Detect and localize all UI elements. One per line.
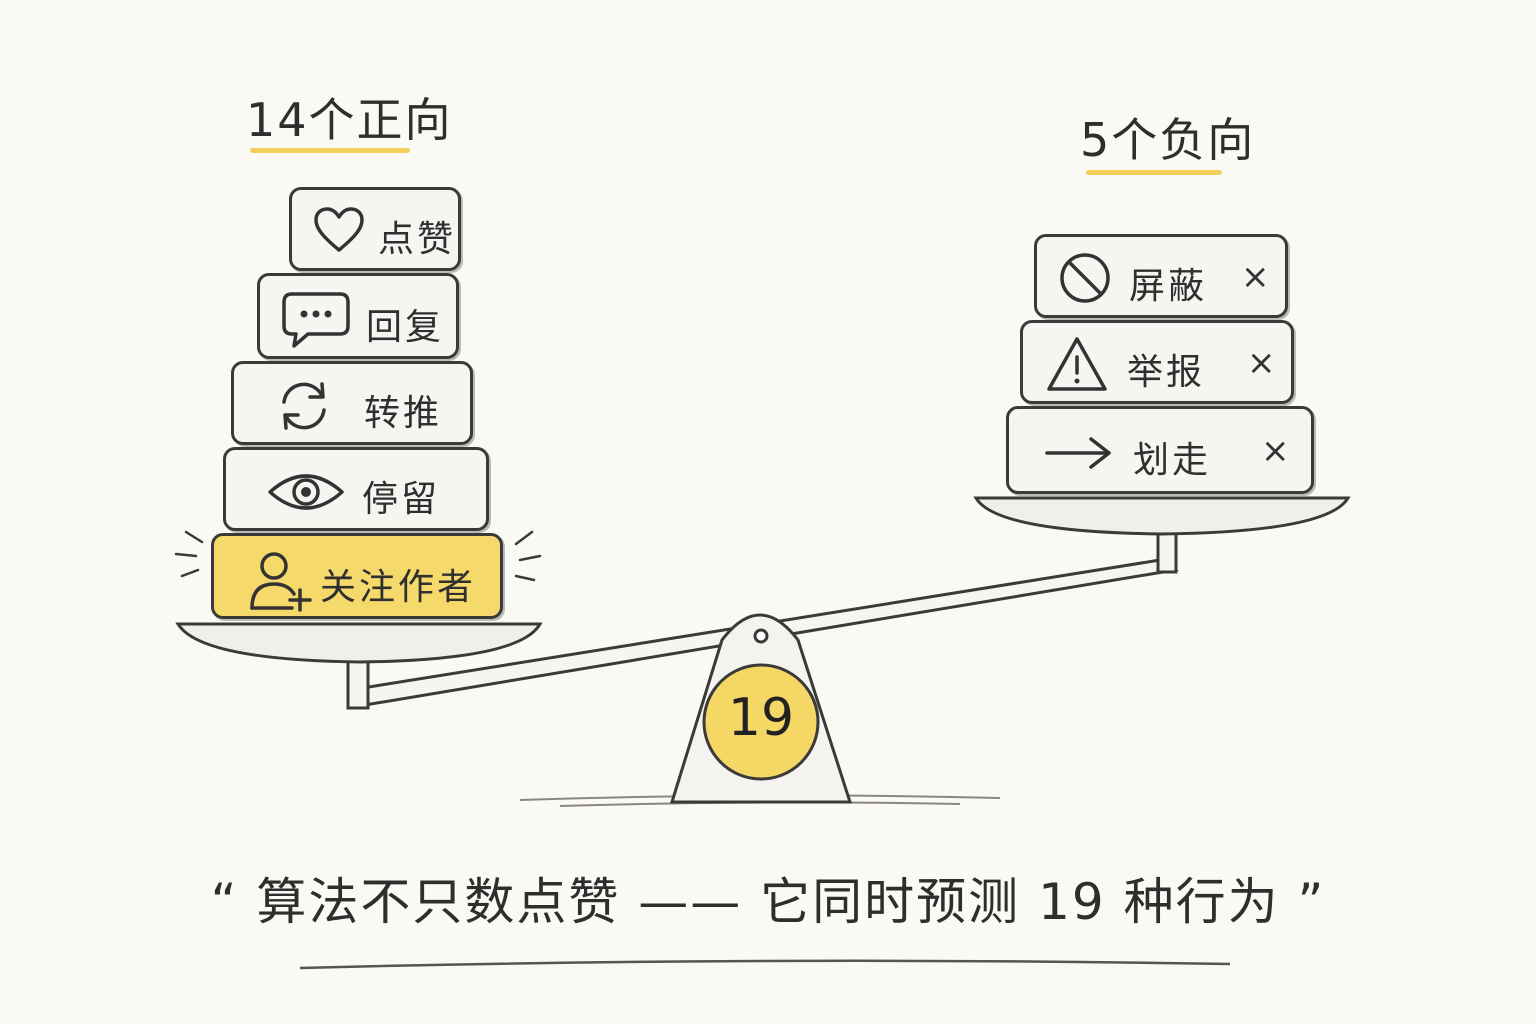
negative-label-underline bbox=[1086, 170, 1222, 175]
positive-count-label: 14个正向 bbox=[246, 93, 453, 147]
block-label: 点赞 bbox=[378, 219, 457, 260]
left-pan bbox=[175, 622, 543, 664]
negative-block-swipe-away: 划走 × bbox=[1006, 406, 1314, 494]
fulcrum-total-value: 19 bbox=[727, 688, 795, 748]
positive-label-underline bbox=[250, 148, 410, 153]
right-pan bbox=[973, 496, 1351, 536]
negative-block-report: 举报 × bbox=[1020, 320, 1294, 404]
block-label: 举报 bbox=[1127, 352, 1206, 393]
heart-icon bbox=[314, 207, 364, 252]
emphasis-sparks bbox=[174, 530, 542, 582]
block-label: 划走 bbox=[1133, 440, 1212, 481]
negative-mark: × bbox=[1247, 343, 1276, 383]
arrow-right-icon bbox=[1045, 437, 1111, 469]
block-label: 转推 bbox=[364, 393, 443, 434]
positive-block-repost: 转推 bbox=[231, 361, 473, 445]
positive-block-dwell: 停留 bbox=[223, 447, 489, 531]
block-icon bbox=[1060, 253, 1110, 303]
eye-icon bbox=[268, 474, 344, 510]
negative-mark: × bbox=[1261, 431, 1290, 471]
chat-bubble-icon bbox=[282, 292, 350, 348]
quote-underline bbox=[299, 959, 1231, 970]
warning-icon bbox=[1047, 337, 1107, 391]
follow-user-icon bbox=[250, 552, 312, 612]
negative-count-label: 5个负向 bbox=[1080, 113, 1256, 167]
block-label: 关注作者 bbox=[320, 567, 477, 608]
fulcrum bbox=[669, 613, 853, 804]
quote-caption: “ 算法不只数点赞 —— 它同时预测 19 种行为 ” bbox=[210, 873, 1326, 931]
block-label: 屏蔽 bbox=[1129, 266, 1208, 307]
positive-block-reply: 回复 bbox=[257, 273, 459, 359]
negative-block-mute: 屏蔽 × bbox=[1034, 234, 1288, 318]
negative-mark: × bbox=[1241, 257, 1270, 297]
positive-block-follow-author: 关注作者 bbox=[211, 533, 503, 619]
block-label: 回复 bbox=[366, 307, 445, 348]
repost-icon bbox=[282, 382, 326, 430]
block-label: 停留 bbox=[362, 479, 441, 520]
positive-block-like: 点赞 bbox=[289, 187, 461, 271]
